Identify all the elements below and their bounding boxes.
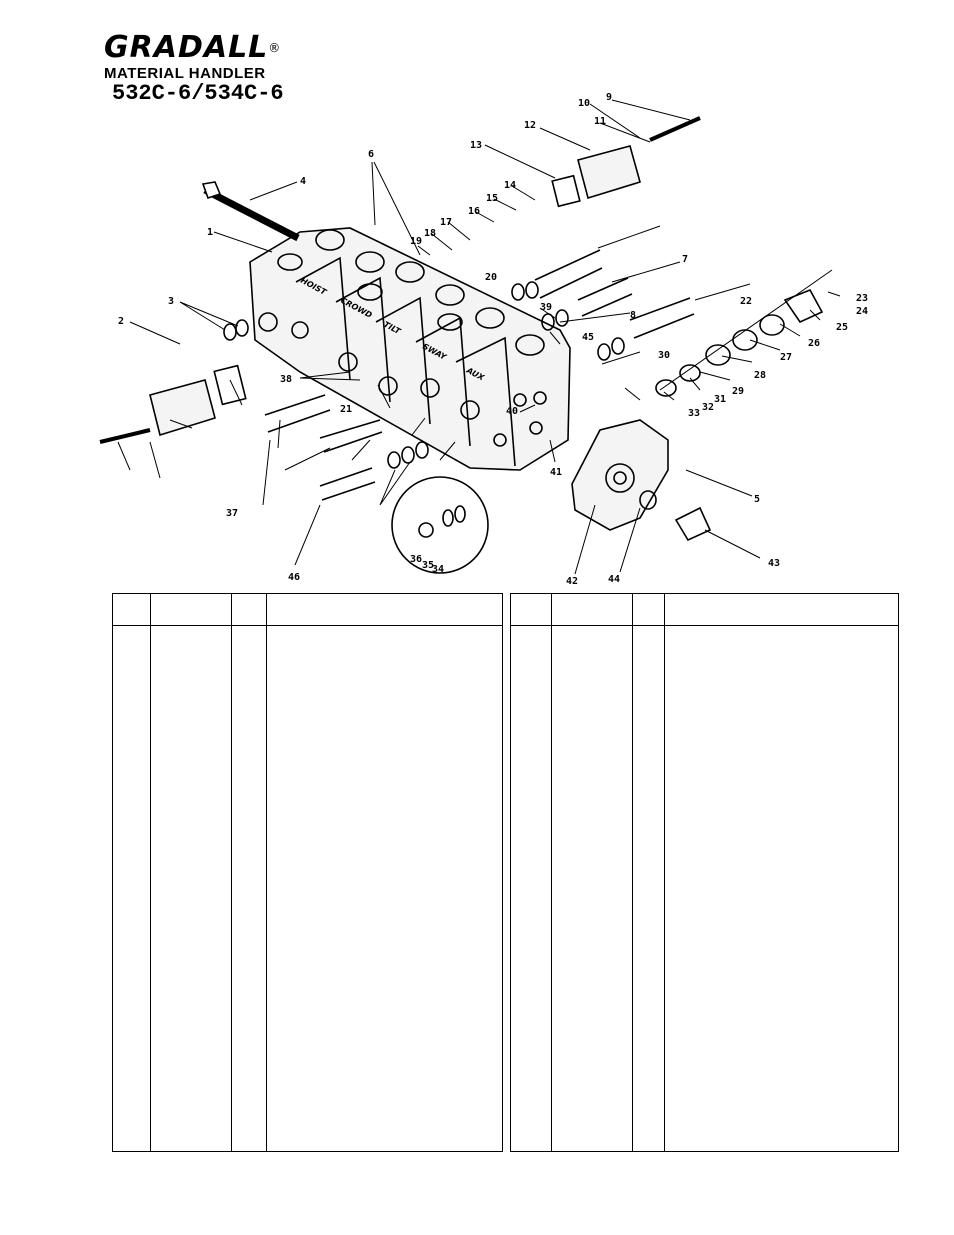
callout: 5 bbox=[754, 494, 760, 505]
callout: 21 bbox=[340, 404, 352, 415]
callout: 40 bbox=[506, 406, 518, 417]
callout: 26 bbox=[808, 338, 820, 349]
page-header: GRADALL® MATERIAL HANDLER 532C-6/534C-6 bbox=[104, 32, 284, 106]
callout: 34 bbox=[432, 564, 444, 575]
callout: 19 bbox=[410, 236, 422, 247]
callout: 31 bbox=[714, 394, 726, 405]
callout: 42 bbox=[566, 576, 578, 587]
callout: 15 bbox=[486, 193, 498, 204]
parts-table-left bbox=[112, 593, 503, 1152]
brand-logo: GRADALL® bbox=[104, 30, 282, 65]
column-divider bbox=[150, 594, 151, 1151]
callout: 11 bbox=[594, 116, 606, 127]
callout: 9 bbox=[606, 92, 612, 103]
callout: 13 bbox=[470, 140, 482, 151]
callout: 7 bbox=[682, 254, 688, 265]
callout: 33 bbox=[688, 408, 700, 419]
callout: 23 bbox=[856, 293, 868, 304]
column-divider bbox=[551, 594, 552, 1151]
callout: 44 bbox=[608, 574, 620, 585]
callout: 35 bbox=[422, 560, 434, 571]
callout: 1 bbox=[207, 227, 213, 238]
callout: 8 bbox=[630, 310, 636, 321]
table-header-row bbox=[113, 594, 502, 626]
callout: 37 bbox=[226, 508, 238, 519]
callout: 39 bbox=[540, 302, 552, 313]
callout: 16 bbox=[468, 206, 480, 217]
callout: 20 bbox=[485, 272, 497, 283]
callout: 46 bbox=[288, 572, 300, 583]
callout: 4 bbox=[300, 176, 306, 187]
callout: 28 bbox=[754, 370, 766, 381]
column-divider bbox=[664, 594, 665, 1151]
callout: 2 bbox=[118, 316, 124, 327]
column-divider bbox=[266, 594, 267, 1151]
callout: 14 bbox=[504, 180, 516, 191]
product-subtitle: MATERIAL HANDLER bbox=[104, 65, 266, 82]
valve-body-drawing bbox=[99, 116, 824, 574]
callout-leaders bbox=[117, 99, 841, 575]
model-number: 532C-6/534C-6 bbox=[112, 81, 284, 106]
callout: 25 bbox=[836, 322, 848, 333]
callout: 10 bbox=[578, 98, 590, 109]
column-divider bbox=[231, 594, 232, 1151]
callout: 27 bbox=[780, 352, 792, 363]
callout: 30 bbox=[658, 350, 670, 361]
callout: 38 bbox=[280, 374, 292, 385]
callout: 12 bbox=[524, 120, 536, 131]
callout: 3 bbox=[168, 296, 174, 307]
callout: 41 bbox=[550, 467, 562, 478]
callout: 29 bbox=[732, 386, 744, 397]
callout: 36 bbox=[410, 554, 422, 565]
parts-table-right bbox=[510, 593, 899, 1152]
callout: 24 bbox=[856, 306, 868, 317]
callout: 32 bbox=[702, 402, 714, 413]
callout: 45 bbox=[582, 332, 594, 343]
callout: 22 bbox=[740, 296, 752, 307]
column-divider bbox=[632, 594, 633, 1151]
callout: 6 bbox=[368, 149, 374, 160]
callout: 17 bbox=[440, 217, 452, 228]
callout-numbers: 1 2 3 4 5 6 7 8 9 10 11 12 13 14 15 16 1… bbox=[118, 92, 868, 587]
table-header-row bbox=[511, 594, 898, 626]
exploded-valve-diagram: HOIST CROWD TILT SWAY AUX 1 2 3 4 5 6 7 … bbox=[99, 92, 868, 587]
callout: 18 bbox=[424, 228, 436, 239]
callout: 43 bbox=[768, 558, 780, 569]
